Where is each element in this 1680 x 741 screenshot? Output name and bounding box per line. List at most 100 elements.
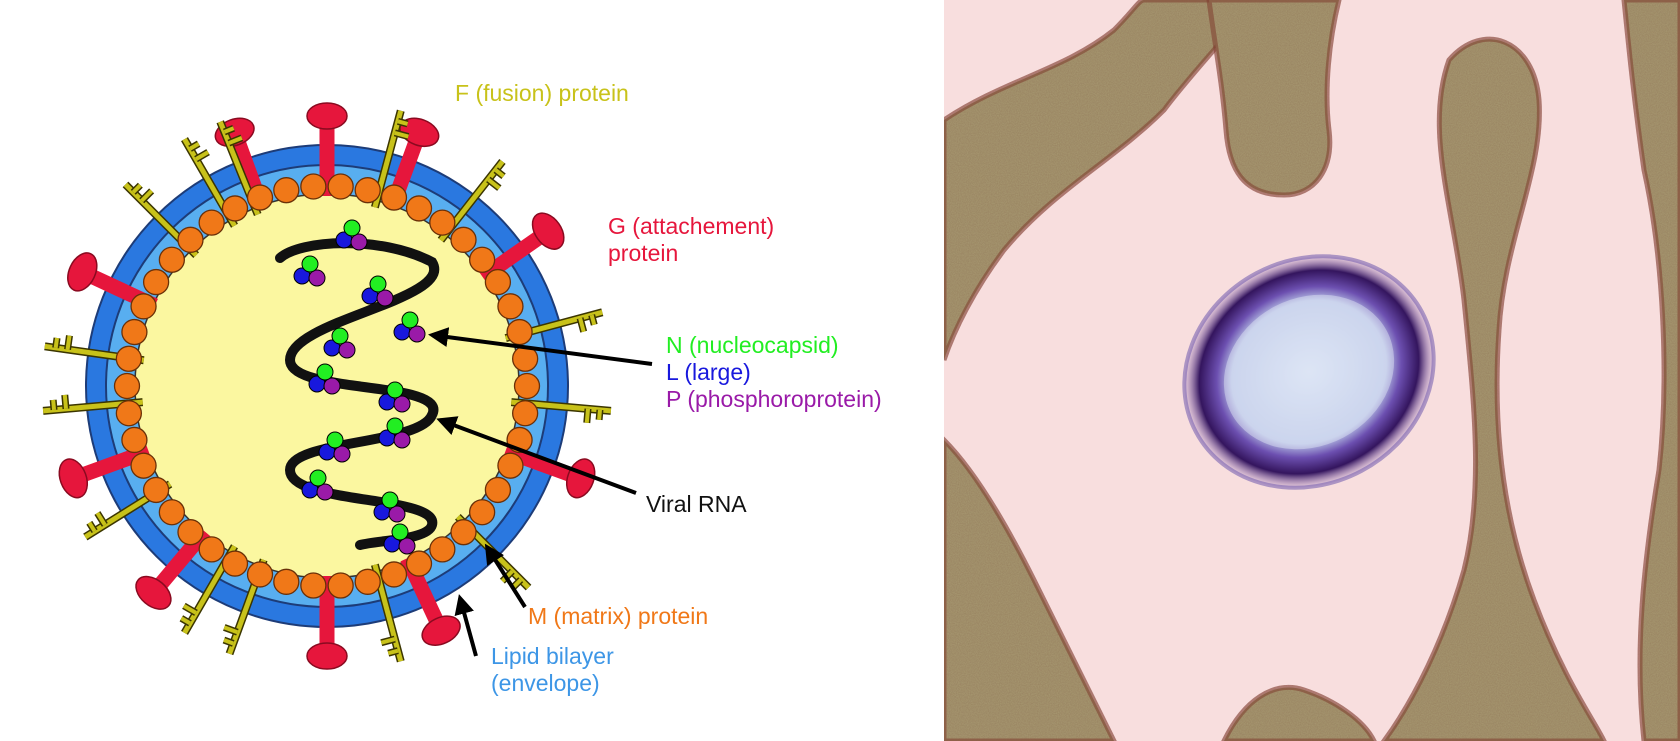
matrix-bead xyxy=(484,268,512,296)
f-protein-branch xyxy=(131,183,142,194)
g-protein-head xyxy=(306,642,348,670)
p-protein xyxy=(388,505,406,523)
f-protein-branch xyxy=(228,135,243,145)
matrix-bead xyxy=(380,561,408,588)
matrix-bead xyxy=(429,209,456,236)
g-protein-head xyxy=(306,102,348,130)
virion-particle xyxy=(1182,254,1436,490)
matrix-bead xyxy=(513,372,541,400)
matrix-bead xyxy=(177,226,204,253)
n-protein xyxy=(316,363,334,381)
f-protein-branch xyxy=(597,409,602,421)
label-nucleocapsid: N (nucleocapsid) xyxy=(666,332,839,358)
matrix-bead xyxy=(158,246,186,273)
virion-core-speckle xyxy=(1223,294,1395,450)
label-lipid-bilayer: Lipid bilayer xyxy=(491,643,614,669)
f-protein-branch xyxy=(140,189,154,203)
matrix-bead xyxy=(497,452,524,479)
nlp-protein-cluster xyxy=(378,417,411,449)
nlp-protein-cluster xyxy=(308,363,341,395)
arrow-lipid xyxy=(454,594,478,657)
f-protein-branch xyxy=(487,177,501,190)
matrix-bead xyxy=(221,550,249,577)
p-protein xyxy=(316,483,334,501)
electron-micrograph xyxy=(944,0,1680,741)
matrix-bead xyxy=(468,499,496,526)
n-protein xyxy=(309,469,327,487)
nlp-protein-cluster xyxy=(293,255,326,287)
p-protein xyxy=(398,537,416,555)
matrix-bead xyxy=(130,293,157,320)
p-protein xyxy=(338,341,356,359)
matrix-bead xyxy=(354,177,381,204)
n-protein xyxy=(369,275,387,293)
label-fusion-protein: F (fusion) protein xyxy=(455,80,629,106)
nlp-protein-cluster xyxy=(373,491,406,523)
f-protein-branch xyxy=(87,521,97,533)
f-protein-branch xyxy=(180,616,192,626)
matrix-bead xyxy=(300,173,327,200)
matrix-bead xyxy=(354,568,381,595)
matrix-bead xyxy=(468,246,496,273)
matrix-bead xyxy=(142,268,170,296)
p-protein xyxy=(333,445,351,463)
nlp-protein-cluster xyxy=(383,523,416,555)
matrix-bead xyxy=(327,173,354,200)
label-phosphoprotein: P (phosphoroprotein) xyxy=(666,386,882,412)
matrix-bead xyxy=(380,184,408,211)
f-protein-branch xyxy=(223,625,239,635)
nlp-protein-cluster xyxy=(335,219,368,251)
viral-rna xyxy=(275,219,440,555)
matrix-bead xyxy=(121,318,148,346)
n-protein xyxy=(301,255,319,273)
f-protein-branch xyxy=(182,604,197,615)
f-protein-branch xyxy=(578,317,586,333)
p-protein xyxy=(308,269,326,287)
f-protein-branch xyxy=(62,394,68,410)
f-protein-branch xyxy=(195,150,210,161)
matrix-bead xyxy=(484,476,512,504)
matrix-bead xyxy=(115,345,143,372)
matrix-bead xyxy=(113,372,141,400)
matrix-bead xyxy=(115,400,143,427)
matrix-bead xyxy=(246,184,274,211)
p-protein xyxy=(323,377,341,395)
f-protein-branch xyxy=(397,119,409,126)
matrix-bead xyxy=(198,536,225,563)
f-protein-branch xyxy=(512,578,523,589)
rna-helix xyxy=(275,238,440,550)
p-protein xyxy=(408,325,426,343)
matrix-bead xyxy=(429,536,456,563)
n-protein xyxy=(381,491,399,509)
nlp-protein-cluster xyxy=(393,311,426,343)
f-protein-branch xyxy=(223,126,235,134)
f-protein-branch xyxy=(95,511,107,526)
matrix-bead xyxy=(158,499,186,526)
n-protein xyxy=(331,327,349,345)
matrix-bead xyxy=(497,293,524,320)
arrow-nlp xyxy=(428,327,653,366)
n-protein xyxy=(391,523,409,541)
nlp-protein-cluster xyxy=(301,469,334,501)
matrix-bead xyxy=(511,400,539,427)
label-arrows xyxy=(428,327,653,657)
nlp-protein-cluster xyxy=(318,431,351,463)
matrix-bead xyxy=(506,318,533,346)
f-protein-branch xyxy=(380,637,396,645)
matrix-protein-layer xyxy=(113,173,541,599)
virus-structure-diagram: F (fusion) protein G (attachement) prote… xyxy=(42,80,882,696)
label-attachment-protein: G (attachement) xyxy=(608,213,774,239)
nlp-protein-cluster xyxy=(323,327,356,359)
n-protein xyxy=(386,417,404,435)
g-protein-head xyxy=(531,212,565,250)
g-protein-head xyxy=(135,575,172,610)
p-protein xyxy=(393,431,411,449)
p-protein xyxy=(350,233,368,251)
f-protein-branch xyxy=(51,399,57,411)
label-lipid-bilayer-2: (envelope) xyxy=(491,670,600,696)
nlp-protein-cluster xyxy=(361,275,394,307)
matrix-bead xyxy=(198,209,225,236)
f-protein-branch xyxy=(394,130,409,139)
g-protein-head xyxy=(58,458,89,499)
f-protein-branch xyxy=(387,648,399,656)
